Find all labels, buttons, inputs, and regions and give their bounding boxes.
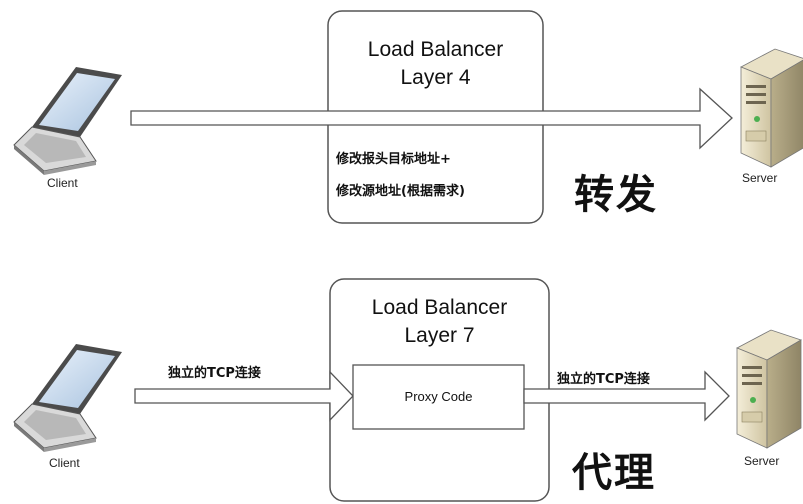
proxy-label: 代理 — [572, 450, 656, 496]
client-conn-label: 独立的TCP连接 — [168, 366, 261, 381]
lb-layer4-line2: Layer 4 — [400, 66, 471, 89]
server-tower-icon — [736, 329, 802, 449]
laptop-icon — [13, 67, 122, 175]
server-label: Server — [744, 454, 780, 468]
lb-layer7-title: Load Balancer Layer 7 — [330, 294, 549, 350]
server-conn-label: 独立的TCP连接 — [557, 372, 650, 387]
lb-layer7-line1: Load Balancer — [371, 296, 508, 319]
client-label: Client — [47, 176, 78, 190]
lb-layer4-line1: Load Balancer — [367, 38, 504, 61]
laptop-icon — [13, 344, 122, 452]
forward-label: 转发 — [574, 172, 658, 218]
proxy-code-box — [352, 364, 525, 430]
proxy-server-arrow — [523, 370, 730, 422]
lb-layer7-line2: Layer 7 — [404, 324, 475, 347]
client-label: Client — [49, 456, 80, 470]
proxy-code-label: Proxy Code — [404, 389, 473, 404]
lb-layer4-title: Load Balancer Layer 4 — [328, 36, 543, 92]
forward-arrow — [130, 87, 733, 150]
client-proxy-arrow — [134, 370, 354, 422]
server-label: Server — [742, 171, 778, 185]
l4-note-line2: 修改源地址(根据需求) — [336, 184, 465, 199]
l4-note-line1: 修改报头目标地址+ — [336, 152, 451, 167]
server-tower-icon — [740, 48, 803, 168]
